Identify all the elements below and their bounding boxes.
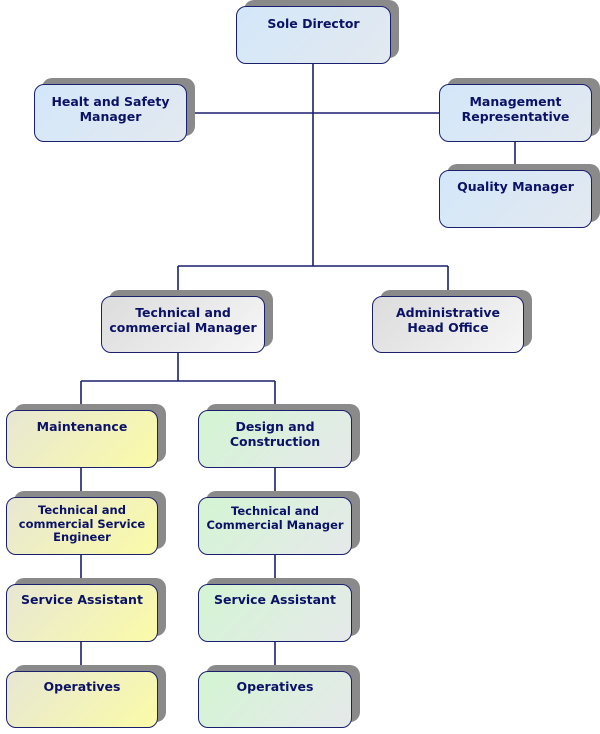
node-operatives-1: Operatives (6, 665, 166, 728)
node-label: Technical and Commercial Manager (206, 504, 344, 532)
node-quality-manager: Quality Manager (439, 164, 600, 228)
node-operatives-2: Operatives (198, 665, 360, 728)
node-label: Administrative Head Office (395, 305, 501, 335)
node-sole-director: Sole Director (236, 0, 399, 64)
node-label: Technical and commercial Service Enginee… (18, 503, 146, 544)
node-technical-commercial-service-engineer: Technical and commercial Service Enginee… (6, 491, 166, 555)
node-label: Design and Construction (229, 419, 321, 449)
node-service-assistant-1: Service Assistant (6, 578, 166, 642)
node-management-representative: Management Representative (439, 78, 600, 142)
node-label: Technical and commercial Manager (109, 305, 257, 335)
node-label: Quality Manager (457, 179, 574, 194)
node-label: Operatives (236, 679, 314, 694)
node-administrative-head-office: Administrative Head Office (372, 290, 532, 353)
node-maintenance: Maintenance (6, 404, 166, 468)
node-service-assistant-2: Service Assistant (198, 578, 360, 642)
node-label: Operatives (43, 679, 121, 694)
node-technical-commercial-manager-2: Technical and Commercial Manager (198, 491, 360, 555)
node-label: Maintenance (36, 419, 128, 434)
node-health-safety-manager: Healt and Safety Manager (34, 78, 195, 142)
node-label: Service Assistant (21, 592, 143, 607)
node-label: Sole Director (267, 16, 360, 31)
node-technical-commercial-manager: Technical and commercial Manager (101, 290, 273, 353)
node-label: Service Assistant (214, 592, 336, 607)
node-label: Healt and Safety Manager (51, 94, 170, 124)
node-design-construction: Design and Construction (198, 404, 360, 468)
node-label: Management Representative (461, 94, 570, 124)
